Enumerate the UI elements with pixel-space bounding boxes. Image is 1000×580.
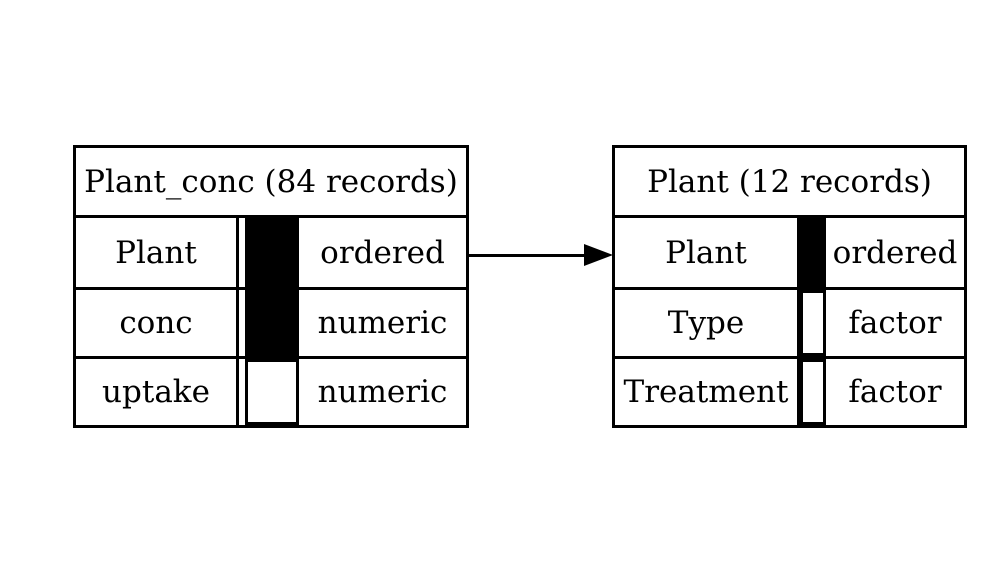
field-type: ordered [320, 234, 445, 271]
field-name: Plant [76, 218, 239, 287]
field-name: uptake [76, 359, 239, 425]
key-indicator-cell [800, 290, 826, 356]
key-indicator-cell [245, 218, 299, 287]
table-plant-conc: Plant_conc (84 records) Plant ordered co… [73, 145, 469, 428]
field-row-type: Type factor [615, 287, 964, 356]
field-row-conc: conc numeric [76, 287, 466, 356]
field-name: Treatment [615, 359, 800, 425]
field-name: conc [76, 290, 239, 356]
relation-arrowhead-icon [584, 244, 613, 266]
field-name: Plant [615, 218, 800, 287]
field-type: ordered [832, 234, 958, 271]
field-type: numeric [317, 374, 448, 410]
relation-arrow-line [469, 254, 587, 257]
field-row-plant: Plant ordered [615, 218, 964, 287]
table-title: Plant_conc (84 records) [76, 148, 466, 218]
field-type: numeric [317, 305, 448, 341]
key-indicator-cell [245, 359, 299, 425]
key-indicator-cell [800, 359, 826, 425]
field-row-treatment: Treatment factor [615, 356, 964, 425]
field-row-uptake: uptake numeric [76, 356, 466, 425]
table-title: Plant (12 records) [615, 148, 964, 218]
key-indicator-cell [800, 218, 826, 287]
field-type: factor [848, 305, 942, 341]
field-row-plant: Plant ordered [76, 218, 466, 287]
field-name: Type [615, 290, 800, 356]
table-plant: Plant (12 records) Plant ordered Type fa… [612, 145, 967, 428]
field-type: factor [848, 374, 942, 410]
key-indicator-cell [245, 290, 299, 356]
